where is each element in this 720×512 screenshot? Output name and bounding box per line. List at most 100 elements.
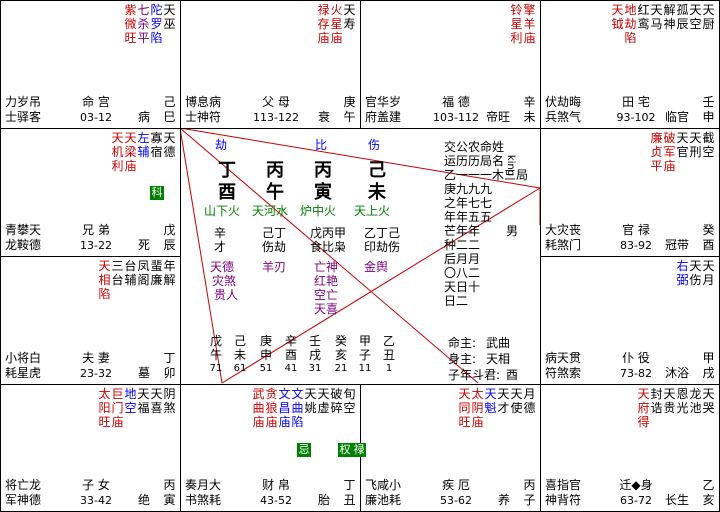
star-char: 庙 [111, 415, 124, 429]
star-char: 空 [689, 17, 702, 31]
star: 天府得 [637, 388, 650, 430]
gender-label: 男 [506, 224, 519, 238]
star-char: 利 [510, 31, 523, 45]
star-char: 天 [689, 131, 702, 145]
star-columns: 月德天使天才天魁太阴庙天同旺 [458, 388, 536, 430]
star-char: 庙 [471, 415, 484, 429]
star-char: 昌 [278, 401, 291, 415]
pillar-nayin: 炉中火 [300, 204, 337, 218]
star-char: 陷 [624, 31, 637, 45]
birth-info-line: 日二 [444, 294, 469, 308]
star: 天伤 [689, 260, 702, 288]
palace-title: 命 宫 [82, 95, 110, 109]
palace-gods: 飞咸小廉池耗 [365, 478, 419, 508]
palace-stem: 壬申 [702, 95, 715, 125]
star-char: 天 [702, 259, 715, 273]
palace-age: 73-82 [620, 367, 652, 380]
star-char: 廉 [650, 131, 663, 145]
shen-zhu-label: 身主: [448, 352, 477, 366]
star: 紫微旺 [124, 4, 137, 46]
star-char: 天 [163, 131, 176, 145]
star-char: 羊 [523, 17, 536, 31]
star: 恩光 [676, 388, 689, 430]
star-char: 阁 [137, 273, 150, 287]
palace-gods: 博息病士神符 [185, 95, 239, 125]
star: 火星庙 [330, 4, 343, 46]
stem-char: 丁 [343, 478, 356, 492]
star-char: 天 [676, 131, 689, 145]
pillar-hidden-stems: 乙丁己 [364, 226, 401, 240]
shensha: 天德 [210, 260, 235, 274]
star-char: 紫 [124, 3, 137, 17]
stem-char: 甲 [702, 351, 715, 365]
star: 太阴庙 [471, 388, 484, 430]
star-columns: 天月天伤右弼 [676, 260, 715, 288]
palace-age: 53-62 [440, 494, 472, 507]
star-char: 七 [137, 3, 150, 17]
palace-gods: 力岁吊士驿客 [5, 95, 59, 125]
star-char: 官 [676, 145, 689, 159]
stem-char: 癸 [702, 223, 715, 237]
god-line: 神背符 [545, 493, 582, 507]
star-char: 微 [124, 17, 137, 31]
star-char: 虚 [317, 401, 330, 415]
star: 天德 [163, 132, 176, 174]
palace-life: 墓 [137, 366, 150, 380]
pillar-hidden-gods: 伤劫 [262, 240, 287, 254]
star-char: 刑 [689, 145, 702, 159]
god-line: 官华岁 [365, 95, 402, 109]
star-char: 阴 [471, 401, 484, 415]
star-char: 门 [111, 401, 124, 415]
star: 破碎 [330, 388, 343, 430]
star-char: 天 [343, 3, 356, 17]
star: 破军庙 [663, 132, 676, 174]
shishen-shang: 伤 [368, 138, 381, 152]
shensha: 红艳 [314, 274, 339, 288]
star-char: 陷 [150, 31, 163, 45]
star-char: 天 [663, 387, 676, 401]
dayun-age: 31 [308, 363, 322, 374]
star-char: 破 [663, 131, 676, 145]
star-char: 寡 [150, 131, 163, 145]
palace-life: 沐浴 [664, 366, 689, 380]
god-line: 博息病 [185, 95, 222, 109]
god-line: 兵煞气 [545, 110, 582, 124]
star-char: 恩 [676, 387, 689, 401]
palace-age: 63-72 [620, 494, 652, 507]
palace-title: 子 女 [82, 478, 110, 492]
star-char: 天 [484, 387, 497, 401]
palace-gods: 青攀天龙鞍德 [5, 223, 59, 253]
star: 天空 [689, 4, 702, 46]
star: 文昌庙 [278, 388, 291, 430]
star: 七杀平 [137, 4, 150, 46]
star-char: 天 [111, 131, 124, 145]
star: 铃星利 [510, 4, 523, 46]
hua-quan-badge: 权 [338, 443, 352, 457]
palace-life: 冠带 [664, 238, 689, 252]
star-char: 蜚 [150, 259, 163, 273]
pillar-branch: 未 [368, 182, 386, 203]
star-char: 魁 [484, 401, 497, 415]
star-char: 天 [163, 3, 176, 17]
